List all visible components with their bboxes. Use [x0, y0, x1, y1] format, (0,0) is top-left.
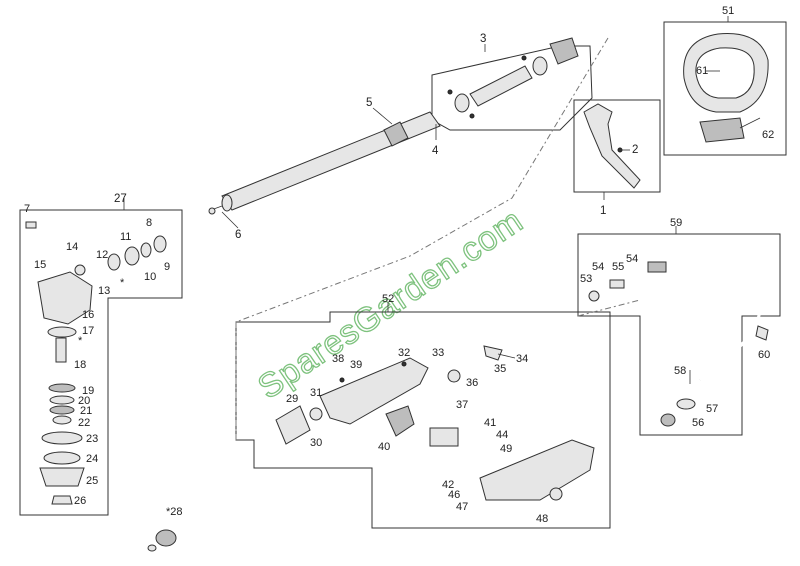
part-28	[147, 529, 177, 552]
callout-22: 22	[78, 417, 90, 429]
callout-1: 1	[600, 205, 606, 217]
callout-60: 60	[758, 349, 770, 361]
callout-13: 13	[98, 285, 110, 297]
drive-shaft	[208, 111, 441, 215]
callout-51: 51	[722, 5, 734, 17]
callout-57: 57	[706, 403, 718, 415]
box-group-59	[577, 233, 781, 436]
callout-46: 46	[448, 489, 460, 501]
callout-32: 32	[398, 347, 410, 359]
callout-15: 15	[34, 259, 46, 271]
handle-mount-parts	[447, 37, 579, 119]
callout-61: 61	[696, 65, 708, 77]
callout-48: 48	[536, 513, 548, 525]
callout-53: 53	[580, 273, 592, 285]
callout-58: 58	[674, 365, 686, 377]
callout-54a: 54	[592, 261, 604, 273]
callout-42: 42	[442, 479, 454, 491]
callout-17: 17	[82, 325, 94, 337]
callout-9: 9	[164, 261, 170, 273]
callout-49: 49	[500, 443, 512, 455]
callout-56: 56	[692, 417, 704, 429]
callout-11: 11	[120, 231, 131, 243]
box-group-51	[663, 21, 787, 156]
callout-16: 16	[82, 309, 94, 321]
leader-lines	[123, 16, 761, 384]
rear-handle-parts	[275, 345, 595, 501]
gear-head-parts	[25, 221, 167, 505]
callout-8: 8	[146, 217, 152, 229]
callout-59: 59	[670, 217, 682, 229]
callout-35: 35	[494, 363, 506, 375]
callout-28: *28	[166, 506, 183, 518]
callout-30: 30	[310, 437, 322, 449]
callout-33: 33	[432, 347, 444, 359]
callout-25: 25	[86, 475, 98, 487]
callout-6: 6	[235, 229, 241, 241]
guide-line-3	[577, 299, 641, 317]
callout-4: 4	[432, 145, 439, 157]
throttle-cable	[588, 261, 769, 427]
callout-3: 3	[480, 33, 486, 45]
callout-36: 36	[466, 377, 478, 389]
callout-18: 18	[74, 359, 86, 371]
callout-54b: 54	[626, 253, 638, 265]
callout-40: 40	[378, 441, 390, 453]
callout-23: 23	[86, 433, 98, 445]
asterisk-note-2: *	[78, 335, 83, 347]
callout-55: 55	[612, 261, 624, 273]
box-group-52	[235, 311, 611, 529]
front-handle	[683, 33, 769, 143]
callout-37: 37	[456, 399, 468, 411]
callout-10: 10	[144, 271, 156, 283]
callout-5: 5	[366, 97, 372, 109]
callout-27: 27	[114, 193, 127, 205]
box-group-1	[573, 99, 661, 193]
callout-19: 19	[82, 385, 94, 397]
callout-20: 20	[78, 395, 90, 407]
callout-2: 2	[632, 144, 638, 156]
callout-41: 41	[484, 417, 496, 429]
callout-52: 52	[382, 293, 394, 305]
callout-31: 31	[310, 387, 322, 399]
box-group-27	[19, 209, 183, 516]
callout-24: 24	[86, 453, 98, 465]
callout-26: 26	[74, 495, 86, 507]
callout-21: 21	[80, 405, 92, 417]
callout-7: 7	[24, 203, 30, 215]
callout-14: 14	[66, 241, 78, 253]
asterisk-note-1: *	[120, 277, 125, 289]
callout-62: 62	[762, 129, 774, 141]
callout-12: 12	[96, 249, 108, 261]
callout-38: 38	[332, 353, 344, 365]
callout-29: 29	[286, 393, 298, 405]
callout-44: 44	[496, 429, 508, 441]
callout-labels: 1 2 3 4 5 6 7 8 9 10 11 12 13 14 15 16 1…	[24, 5, 774, 525]
callout-34: 34	[516, 353, 528, 365]
callout-47: 47	[456, 501, 468, 513]
guide-line-1	[235, 37, 609, 323]
callout-39: 39	[350, 359, 362, 371]
